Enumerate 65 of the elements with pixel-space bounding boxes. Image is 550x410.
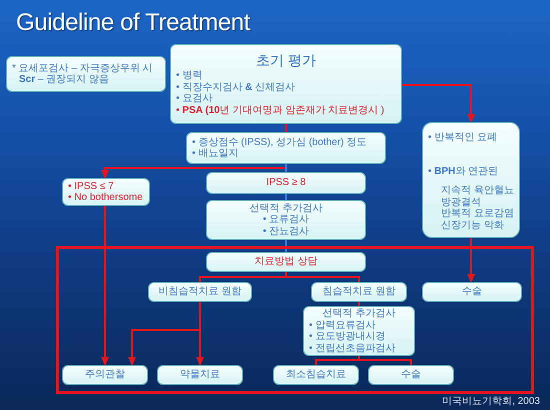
process-box: [170, 44, 402, 124]
box-text: 수술: [401, 369, 421, 381]
arrow: [467, 238, 475, 282]
list-item: • No bothersome: [68, 192, 143, 204]
treatment-box: [273, 365, 359, 385]
option-box: [311, 282, 407, 302]
list-item: • 병력: [176, 70, 202, 82]
box-text: IPSS ≥ 8: [266, 177, 306, 189]
process-box: [186, 132, 386, 164]
treatment-box: [368, 365, 454, 385]
list-item: • 배뇨일지: [192, 148, 238, 160]
arrow: [128, 302, 201, 366]
indication-box: [422, 122, 520, 238]
note-text: Scr – 권장되지 않음: [19, 74, 110, 86]
box-text: 치료방법 상담: [254, 256, 318, 268]
list-item: • 증상점수 (IPSS), 성가심 (bother) 정도: [192, 136, 367, 148]
arrow: [402, 84, 475, 122]
connector-line: [285, 164, 287, 172]
note-text: * 요세포검사 – 자극증상우위 시: [12, 62, 153, 74]
box-text: 비침습적치료 원함: [158, 286, 242, 298]
connector-line: [358, 302, 360, 306]
connector-line: [285, 240, 287, 252]
title: Guideline of Treatment: [16, 9, 250, 37]
connector-line: [285, 272, 360, 282]
box-text: 침습적치료 원함: [322, 286, 396, 298]
list-item: • 요류검사: [262, 214, 310, 226]
treatment-box: [157, 365, 243, 385]
list-item: • 직장수지검사 & 신체검사: [176, 82, 296, 93]
box-text: 수술: [462, 286, 482, 298]
box-text: 최소침습치료: [286, 369, 346, 381]
treatment-box: [422, 282, 522, 302]
connector-line: [285, 124, 287, 132]
process-box: [303, 306, 415, 356]
list-item: 신장기능 악화: [441, 220, 504, 231]
list-item: 반복적 요로감염: [441, 208, 514, 220]
process-box: [206, 252, 366, 272]
list-item: • PSA (10년 기대여명과 암존재가 치료변경시 ): [176, 104, 384, 116]
option-box: [148, 282, 252, 302]
box-text: 주의관찰: [85, 369, 125, 381]
box-heading: 초기 평가: [256, 52, 316, 69]
condition-box: [62, 178, 150, 206]
highlight-frame: [56, 246, 534, 394]
condition-box: [206, 172, 366, 194]
list-item: • 압력요류검사: [309, 320, 376, 331]
box-text: 약물치료: [180, 369, 220, 381]
list-item: • 반복적인 요폐: [428, 132, 498, 144]
list-item: • 요도방광내시경: [309, 331, 386, 342]
box-text: 선택적 추가검사: [250, 202, 322, 214]
treatment-box: [62, 365, 148, 385]
arrow: [101, 206, 109, 366]
note-box: [6, 56, 166, 92]
list-item: • BPH와 연관된: [428, 166, 498, 177]
arrow: [101, 164, 287, 178]
list-item: • 잔뇨검사: [262, 226, 310, 238]
box-text: 선택적 추가검사: [322, 308, 396, 320]
list-item: • 전립선초음파검사: [309, 342, 396, 354]
list-item: • IPSS ≤ 7: [68, 180, 114, 192]
list-item: 방광결석: [441, 196, 481, 208]
source-note: 미국비뇨기학회, 2003: [442, 396, 540, 408]
connector-line: [358, 356, 412, 365]
connector-line: [315, 356, 360, 365]
list-item: • 요검사: [176, 93, 212, 104]
list-item: 지속적 육안혈뇨: [441, 185, 514, 196]
process-box: [206, 200, 366, 240]
connector-line: [285, 194, 287, 200]
